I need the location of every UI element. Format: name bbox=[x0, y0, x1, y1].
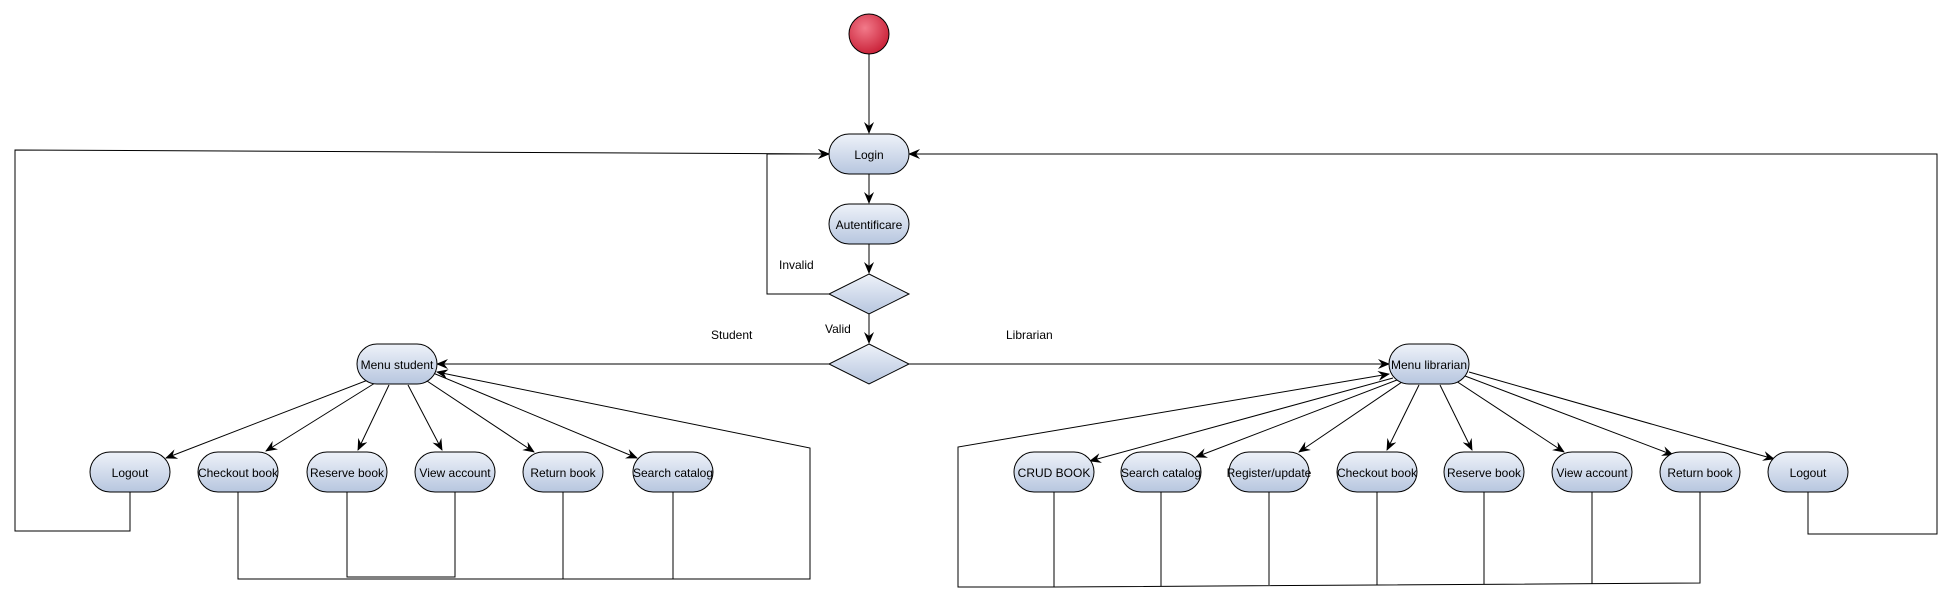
node-student-return-label: Return book bbox=[530, 466, 596, 480]
node-librarian-reserve-label: Reserve book bbox=[1447, 466, 1522, 480]
node-menu-student: Menu student bbox=[356, 343, 438, 385]
node-librarian-search-label: Search catalog bbox=[1121, 466, 1201, 480]
node-student-view-label: View account bbox=[419, 466, 491, 480]
edge-student-loop bbox=[237, 369, 811, 580]
node-student-reserve: Reserve book bbox=[306, 451, 388, 493]
node-librarian-search: Search catalog bbox=[1120, 451, 1202, 493]
node-student-view: View account bbox=[414, 451, 496, 493]
node-librarian-return-label: Return book bbox=[1667, 466, 1733, 480]
label-valid: Valid bbox=[825, 322, 851, 336]
node-librarian-crud: CRUD BOOK bbox=[1013, 451, 1095, 493]
edge-librarian-bottom-bus bbox=[1053, 492, 1701, 588]
node-student-return: Return book bbox=[522, 451, 604, 493]
edge-reserve-view-join bbox=[346, 492, 456, 578]
node-librarian-register: Register/update bbox=[1227, 451, 1312, 493]
edge-ms-view bbox=[407, 384, 443, 451]
edge-ms-logout bbox=[165, 379, 369, 459]
edge-ml-checkout bbox=[1386, 384, 1420, 451]
label-librarian: Librarian bbox=[1006, 328, 1053, 342]
edge-ml-return bbox=[1464, 375, 1674, 456]
edge-ml-view bbox=[1455, 380, 1565, 453]
node-student-search-label: Search catalog bbox=[633, 466, 713, 480]
edge-librarian-loop bbox=[957, 370, 1390, 588]
edge-ml-logout bbox=[1468, 371, 1775, 461]
node-librarian-checkout-label: Checkout book bbox=[1337, 466, 1418, 480]
decision-user-role bbox=[827, 343, 911, 385]
node-student-reserve-label: Reserve book bbox=[310, 466, 385, 480]
node-student-checkout: Checkout book bbox=[197, 451, 279, 493]
edge-ml-crud bbox=[1089, 377, 1394, 463]
edges bbox=[14, 54, 1938, 588]
node-student-logout: Logout bbox=[89, 451, 171, 493]
node-menu-librarian: Menu librarian bbox=[1388, 343, 1470, 385]
node-librarian-register-label: Register/update bbox=[1227, 466, 1312, 480]
edge-ml-register bbox=[1298, 381, 1403, 453]
node-login-label: Login bbox=[854, 148, 883, 162]
node-menu-librarian-label: Menu librarian bbox=[1391, 358, 1467, 372]
node-librarian-crud-label: CRUD BOOK bbox=[1018, 466, 1091, 480]
edge-ml-search bbox=[1195, 379, 1398, 458]
node-login: Login bbox=[828, 133, 910, 175]
decision-auth-valid bbox=[827, 273, 911, 315]
start-node bbox=[848, 13, 890, 55]
edge-ms-checkout bbox=[265, 382, 376, 452]
node-librarian-checkout: Checkout book bbox=[1336, 451, 1418, 493]
edge-ms-reserve bbox=[357, 384, 390, 451]
node-student-logout-label: Logout bbox=[112, 466, 149, 480]
edge-ms-search bbox=[432, 372, 638, 459]
node-student-search: Search catalog bbox=[632, 451, 714, 493]
node-librarian-logout: Logout bbox=[1767, 451, 1849, 493]
node-librarian-view: View account bbox=[1551, 451, 1633, 493]
edge-invalid-login bbox=[766, 149, 830, 295]
label-student: Student bbox=[711, 328, 753, 342]
node-autentificare: Autentificare bbox=[828, 203, 910, 245]
label-invalid: Invalid bbox=[779, 258, 814, 272]
node-menu-student-label: Menu student bbox=[361, 358, 434, 372]
edge-student-logout-login bbox=[14, 148, 830, 532]
node-librarian-logout-label: Logout bbox=[1790, 466, 1827, 480]
edge-ml-reserve bbox=[1439, 384, 1473, 451]
node-autentificare-label: Autentificare bbox=[836, 218, 903, 232]
edge-ms-return bbox=[426, 380, 535, 453]
node-librarian-view-label: View account bbox=[1556, 466, 1628, 480]
node-librarian-return: Return book bbox=[1659, 451, 1741, 493]
node-student-checkout-label: Checkout book bbox=[198, 466, 279, 480]
node-librarian-reserve: Reserve book bbox=[1443, 451, 1525, 493]
edge-librarian-logout-login bbox=[908, 149, 1938, 535]
